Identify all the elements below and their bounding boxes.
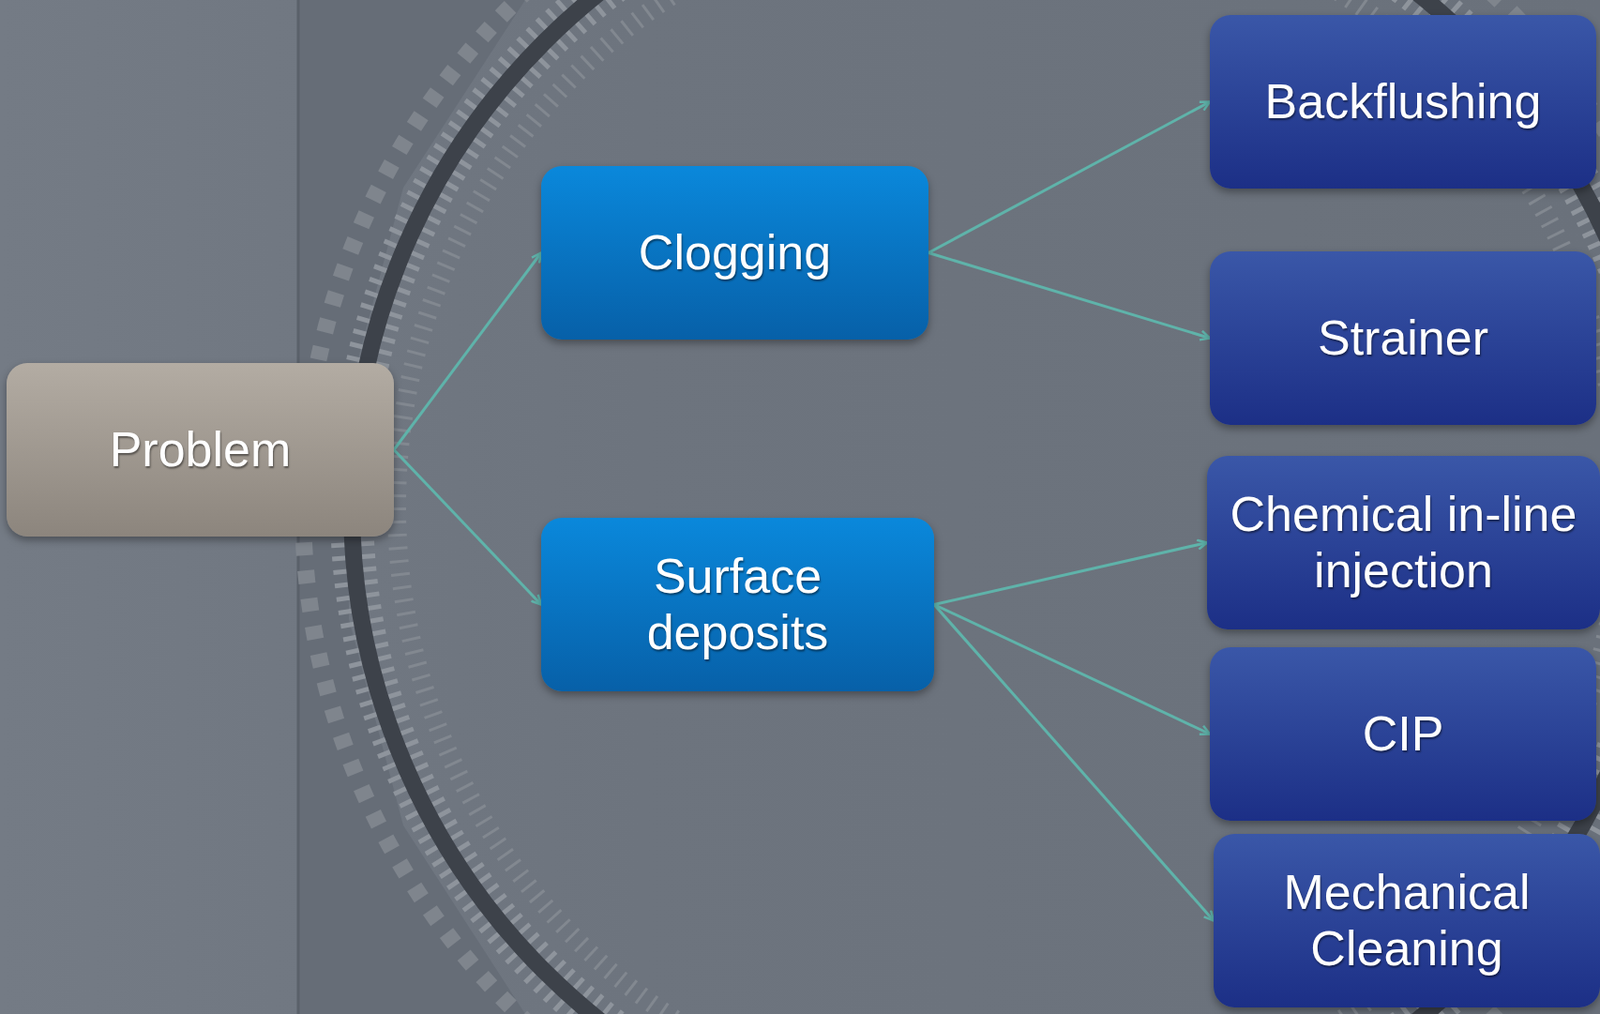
gasket-inner-teeth	[396, 0, 1600, 1014]
branch-arrow	[934, 604, 1210, 735]
branch-arrow	[393, 450, 542, 605]
gasket-groove	[351, 0, 1600, 1014]
category-box: Surface deposits	[541, 517, 935, 692]
gasket-teeth	[351, 0, 1600, 1014]
solution-box: Chemical in-line injection	[1207, 455, 1600, 630]
box-label: Backflushing	[1265, 74, 1542, 131]
box-label: Problem	[109, 422, 292, 479]
problem-box: Problem	[6, 362, 394, 537]
branch-arrow	[934, 604, 1214, 921]
box-label: Chemical in-line injection	[1222, 486, 1585, 600]
branch-arrow	[934, 543, 1208, 605]
box-label: Strainer	[1317, 310, 1489, 367]
box-label: Surface deposits	[558, 548, 918, 662]
branch-arrow	[928, 253, 1210, 339]
branch-arrow	[393, 253, 542, 451]
box-label: Clogging	[638, 225, 831, 282]
box-label: Mechanical Cleaning	[1229, 864, 1585, 978]
solution-box: CIP	[1209, 647, 1597, 821]
solution-box: Backflushing	[1209, 15, 1597, 189]
solution-box: Mechanical Cleaning	[1213, 833, 1600, 1008]
solution-box: Strainer	[1209, 251, 1597, 425]
box-label: CIP	[1362, 706, 1445, 763]
category-box: Clogging	[541, 166, 929, 340]
gasket-outer-teeth	[302, 0, 1600, 1014]
branch-arrow	[928, 102, 1210, 254]
